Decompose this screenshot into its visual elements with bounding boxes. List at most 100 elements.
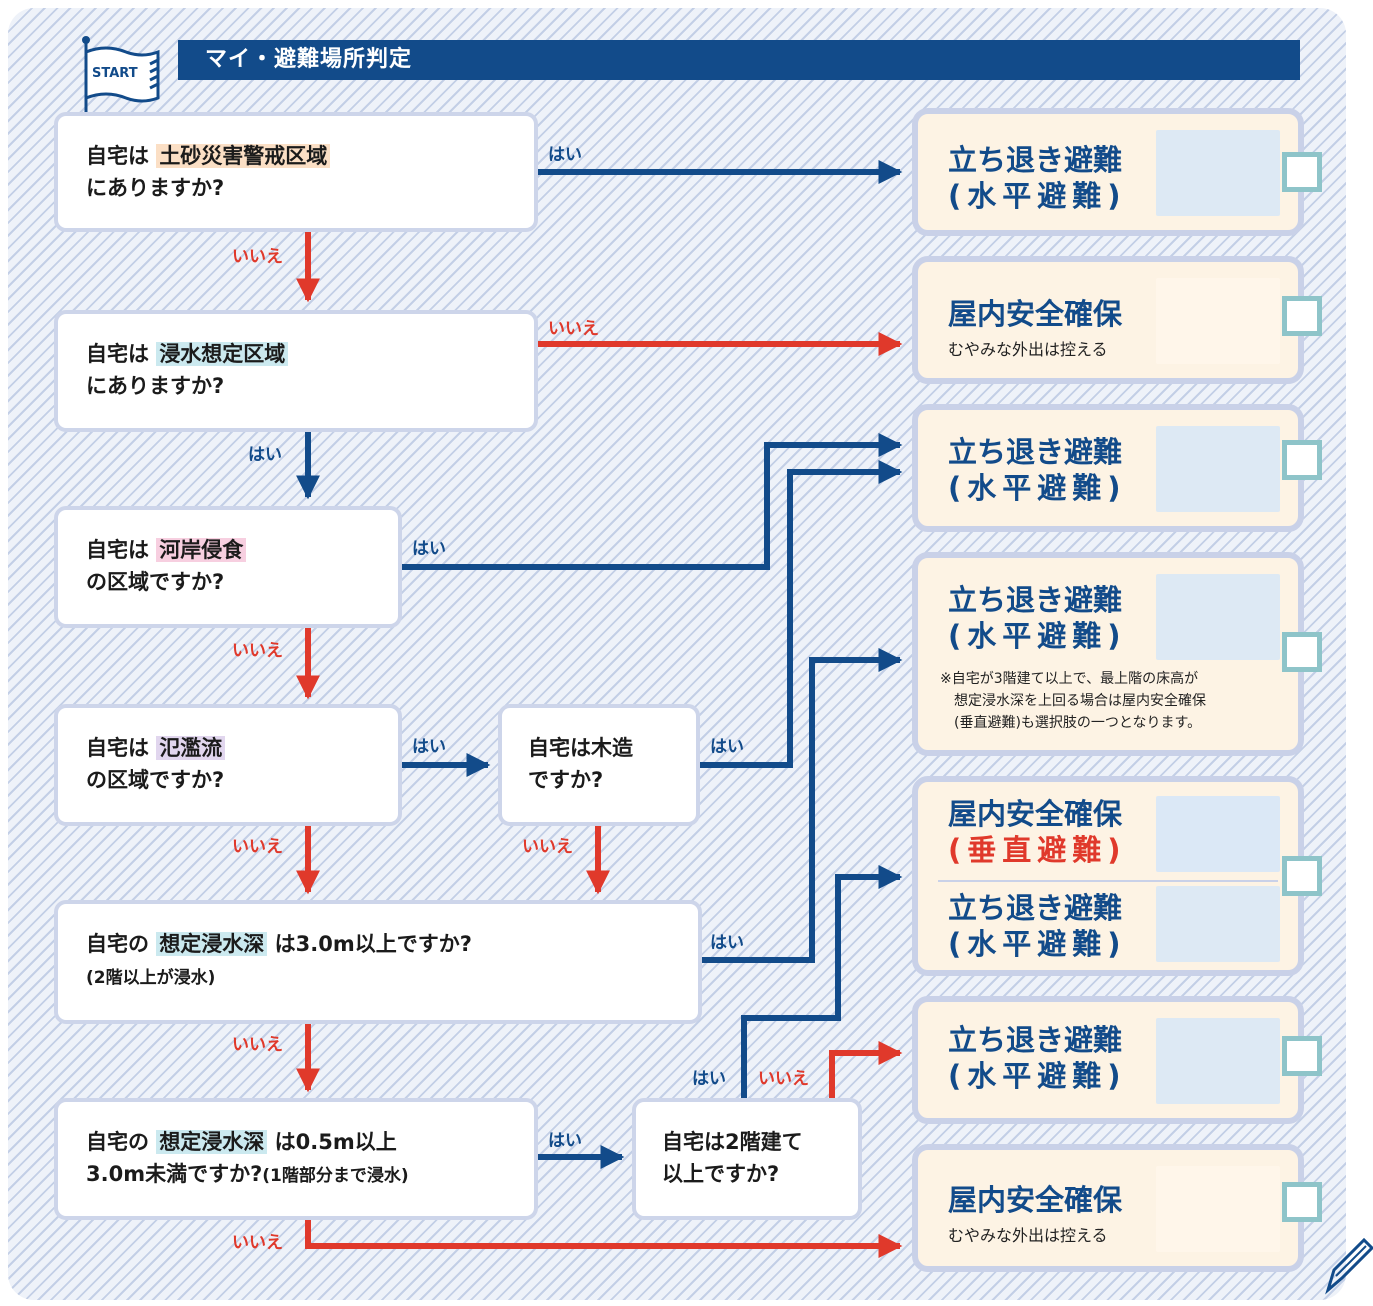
arrow-q6b-yes [741,865,903,1113]
result-title: 立ち退き避難 [948,1023,1123,1057]
result-vertical-or-horizontal: 屋内安全確保 (垂直避難) 立ち退き避難 (水平避難) [912,776,1304,976]
question-text: 自宅は [86,144,149,168]
result-note: ※自宅が3階建て以上で、最上階の床高が [940,671,1199,687]
question-flood-zone: 自宅は 浸水想定区域 にありますか? [86,338,289,402]
result-subtitle: (水平避難) [948,1059,1127,1093]
result-title: 屋内安全確保 [948,297,1123,331]
answer-no-label: いいえ [232,1233,283,1253]
question-wooden: 自宅は木造 ですか? [528,732,633,796]
answer-yes-label: はい [412,737,446,757]
answer-yes-label: はい [248,445,282,465]
answer-yes-label: はい [548,1131,582,1151]
highlight-flood-depth: 想定浸水深 [156,1130,268,1154]
result-indoor-safety: 屋内安全確保 むやみな外出は控える [912,1144,1304,1272]
question-note: (2階以上が浸水) [86,968,216,988]
question-text: の区域ですか? [86,570,225,594]
question-text: 以上ですか? [662,1162,780,1186]
title-bar [178,40,1300,80]
highlight-bank-erosion: 河岸侵食 [156,538,247,562]
result-title: 屋内安全確保 [948,797,1123,831]
result-title: 立ち退き避難 [948,891,1123,925]
answer-yes-label: はい [548,145,582,165]
result-checkbox[interactable] [1282,440,1322,480]
question-text: 自宅は [86,342,149,366]
result-note: (垂直避難)も選択肢の一つとなります。 [954,715,1202,731]
arrow-q6b-no [829,1041,903,1113]
result-title: 立ち退き避難 [948,143,1123,177]
question-box-flood-zone [54,310,538,432]
question-box-landslide [54,112,538,232]
result-subtitle: むやみな外出は控える [948,340,1108,359]
indoor-illustration [1156,1166,1280,1252]
question-text: は3.0m以上ですか? [274,932,472,956]
divider [938,880,1278,882]
highlight-flood-flow: 氾濫流 [156,736,226,760]
answer-no-label: いいえ [548,319,599,339]
question-text: 自宅は [86,736,149,760]
question-text: 自宅の [86,1130,149,1154]
question-text: 自宅は2階建て [662,1130,803,1154]
evacuation-illustration [1156,886,1280,962]
question-text: にありますか? [86,176,225,200]
evacuation-illustration [1156,574,1280,660]
answer-no-label: いいえ [232,641,283,661]
result-checkbox[interactable] [1282,1036,1322,1076]
result-indoor-safety: 屋内安全確保 むやみな外出は控える [912,256,1304,384]
question-box-flood-flow [54,704,402,826]
answer-yes-label: はい [692,1069,726,1089]
evacuation-illustration [1156,130,1280,216]
question-text: ですか? [528,768,604,792]
question-depth-05m: 自宅の 想定浸水深 は0.5m以上 3.0m未満ですか?(1階部分まで浸水) [86,1126,409,1192]
result-checkbox[interactable] [1282,632,1322,672]
result-subtitle: (水平避難) [948,179,1127,213]
result-checkbox[interactable] [1282,152,1322,192]
highlight-flood-zone: 浸水想定区域 [156,342,289,366]
result-checkbox[interactable] [1282,856,1322,896]
arrow-q4b-yes [678,460,903,768]
answer-no-label: いいえ [232,1035,283,1055]
result-horizontal-evacuation-note: 立ち退き避難 (水平避難) ※自宅が3階建て以上で、最上階の床高が 想定浸水深を… [912,552,1304,756]
question-text: 自宅は [86,538,149,562]
question-text: 自宅の [86,932,149,956]
result-checkbox[interactable] [1282,1182,1322,1222]
result-horizontal-evacuation: 立ち退き避難 (水平避難) [912,996,1304,1124]
question-text: にありますか? [86,374,225,398]
answer-no-label: いいえ [232,837,283,857]
highlight-landslide-zone: 土砂災害警戒区域 [156,144,331,168]
evacuation-illustration [1156,426,1280,512]
question-text: 自宅は木造 [528,736,633,760]
question-flood-flow: 自宅は 氾濫流 の区域ですか? [86,732,226,796]
page-title: マイ・避難場所判定 [205,47,413,72]
flood-illustration [1156,796,1280,872]
highlight-flood-depth: 想定浸水深 [156,932,268,956]
result-note: 想定浸水深を上回る場合は屋内安全確保 [954,693,1206,709]
question-text: の区域ですか? [86,768,225,792]
question-text: は0.5m以上 [274,1130,397,1154]
question-bank-erosion: 自宅は 河岸侵食 の区域ですか? [86,534,247,598]
question-box-bank-erosion [54,506,402,628]
answer-no-label: いいえ [758,1069,809,1089]
question-depth-3m: 自宅の 想定浸水深 は3.0m以上ですか? (2階以上が浸水) [86,928,472,994]
result-subtitle: (水平避難) [948,619,1127,653]
answer-no-label: いいえ [522,837,573,857]
question-box-depth-3m [54,900,702,1024]
result-subtitle: (水平避難) [948,471,1127,505]
result-horizontal-evacuation: 立ち退き避難 (水平避難) [912,108,1304,236]
question-box-wooden [498,704,700,826]
result-subtitle: (水平避難) [948,927,1127,961]
result-subtitle: (垂直避難) [948,833,1127,867]
arrow-q3-yes [373,433,903,570]
result-title: 屋内安全確保 [948,1183,1123,1217]
indoor-illustration [1156,278,1280,364]
question-landslide: 自宅は 土砂災害警戒区域 にありますか? [86,140,331,204]
result-checkbox[interactable] [1282,296,1322,336]
question-note: (1階部分まで浸水) [262,1166,409,1186]
answer-yes-label: はい [710,933,744,953]
pencil-icon [1325,1237,1373,1295]
question-box-two-story [632,1098,862,1220]
result-title: 立ち退き避難 [948,583,1123,617]
answer-no-label: いいえ [232,247,283,267]
result-subtitle: むやみな外出は控える [948,1226,1108,1245]
result-horizontal-evacuation: 立ち退き避難 (水平避難) [912,404,1304,532]
